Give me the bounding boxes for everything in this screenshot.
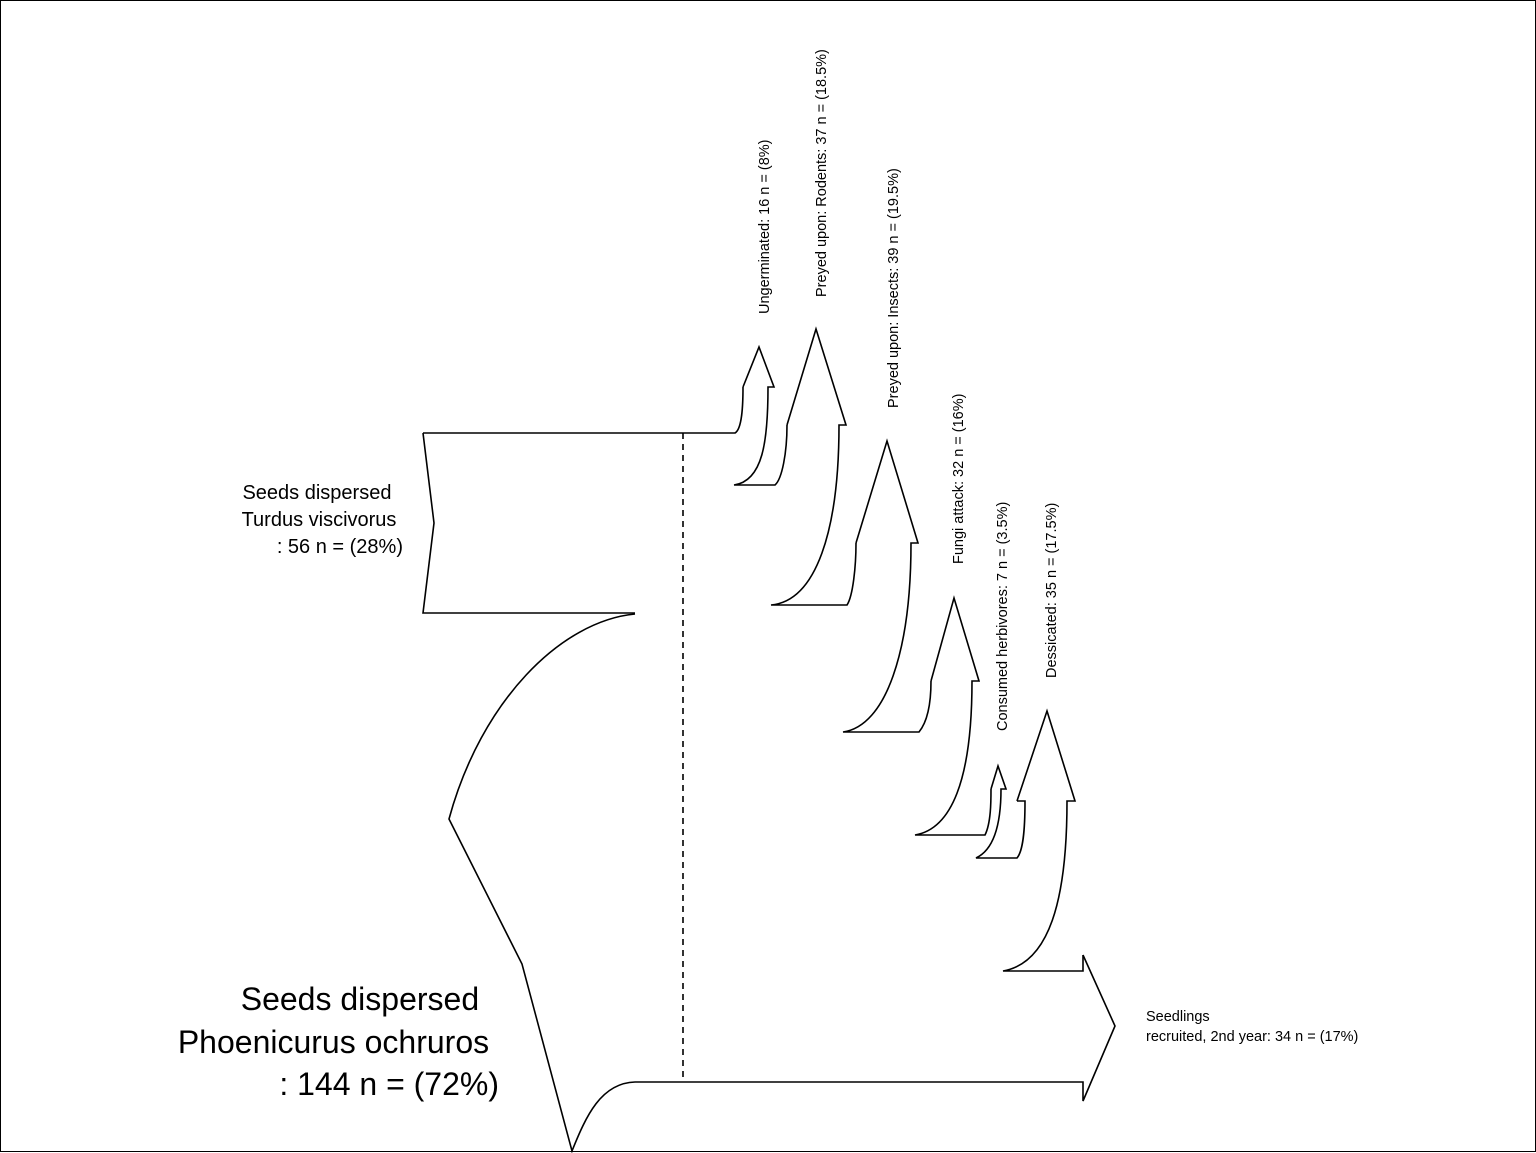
label-rodents: Preyed upon: Rodents: 37 n = (18.5%) [814,49,830,297]
label-fungi: Fungi attack: 32 n = (16%) [951,394,967,564]
label-herbivores: Consumed herbivores: 7 n = (3.5%) [995,502,1011,731]
trunk-top-edge [423,386,744,434]
outflow-herbivores-arrow [975,763,1026,859]
label-source-phoenicurus: Seeds dispersed Phoenicurus ochruros : 1… [178,981,499,1102]
outflow-fungi-arrow [914,595,992,836]
outflow-dessicated-arrow [1002,708,1084,972]
outflow-rodents-arrow [770,326,857,606]
label-source-turdus: Seeds dispersed Turdus viscivorus : 56 n… [242,482,403,558]
label-insects: Preyed upon: Insects: 39 n = (19.5%) [886,168,902,408]
label-dessicated: Dessicated: 35 n = (17.5%) [1044,503,1060,678]
input-flow-phoenicurus [448,613,636,1153]
output-seedlings-arrow [635,954,1116,1102]
outflow-ungerminated-arrow [733,344,788,486]
label-seedlings: Seedlings recruited, 2nd year: 34 n = (1… [1146,1009,1358,1045]
input-flow-turdus [422,432,635,614]
outflow-insects-arrow [842,438,932,733]
label-ungerminated: Ungerminated: 16 n = (8%) [757,140,773,315]
